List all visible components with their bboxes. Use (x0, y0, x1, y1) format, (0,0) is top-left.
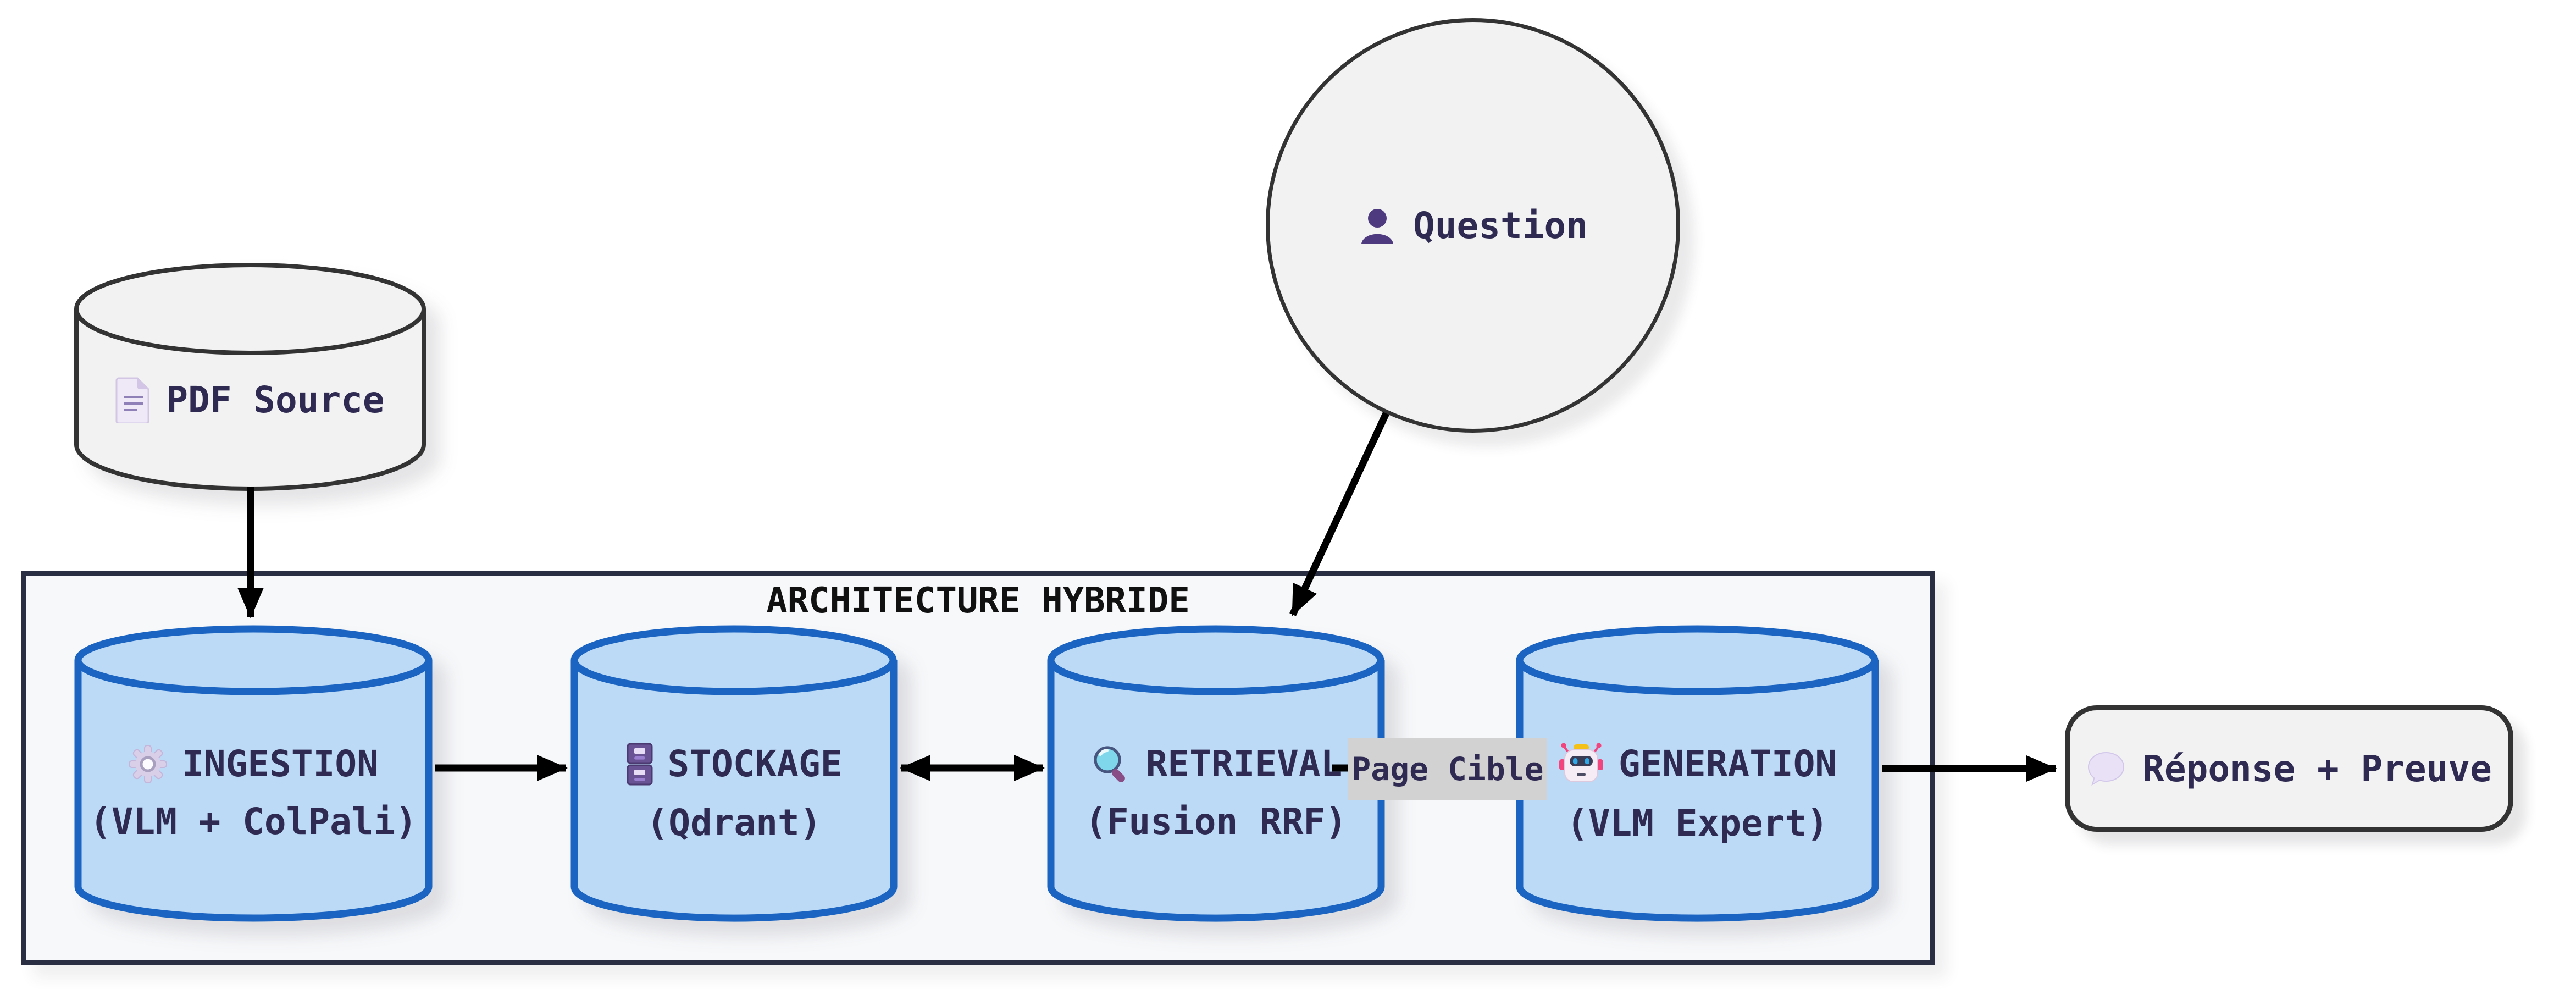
speech-balloon-icon (2088, 752, 2125, 786)
gear-icon (129, 744, 168, 783)
node-pdf-source: PDF Source (74, 263, 426, 491)
node-retrieval: RETRIEVAL (Fusion RRF) (1047, 625, 1385, 922)
node-subtitle: (Fusion RRF) (1085, 800, 1347, 843)
node-subtitle: (VLM Expert) (1566, 802, 1829, 844)
person-icon (1361, 209, 1394, 244)
edge-label-page-cible: Page Cible (1348, 738, 1547, 800)
node-generation: GENERATION (VLM Expert) (1516, 625, 1879, 922)
node-label: Réponse + Preuve (2142, 747, 2492, 790)
node-title: INGESTION (182, 743, 379, 785)
node-subtitle: (Qdrant) (646, 801, 822, 844)
magnifier-icon (1094, 745, 1125, 782)
cylinder-shape (74, 263, 426, 491)
node-title: GENERATION (1618, 743, 1837, 785)
node-ingestion: INGESTION (VLM + ColPali) (74, 625, 433, 922)
cylinder-shape (1047, 625, 1385, 922)
node-subtitle: (VLM + ColPali) (89, 800, 418, 843)
container-title: ARCHITECTURE HYBRIDE (766, 581, 1190, 621)
node-response: Réponse + Preuve (2065, 705, 2513, 832)
cylinder-shape (1516, 625, 1879, 922)
node-label: PDF Source (166, 379, 385, 421)
node-question: Question (1266, 18, 1680, 433)
cylinder-shape (570, 625, 898, 922)
node-stockage: STOCKAGE (Qdrant) (570, 625, 898, 922)
document-icon (115, 377, 149, 423)
node-title: RETRIEVAL (1145, 743, 1343, 785)
node-label: Question (1413, 204, 1588, 247)
cylinder-shape (74, 625, 433, 922)
node-title: STOCKAGE (667, 743, 843, 785)
file-cabinet-icon (627, 743, 653, 785)
robot-icon (1559, 742, 1603, 782)
